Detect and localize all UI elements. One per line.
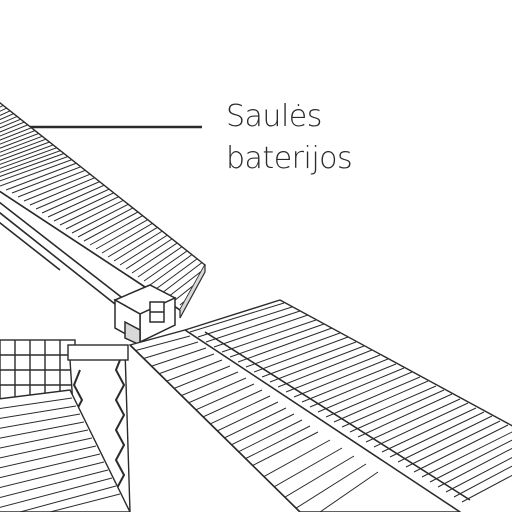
solar-panels-label: Saulės baterijos: [226, 96, 426, 180]
lower-solar-panel: [128, 329, 462, 512]
upper-panel-edge-shadow: [179, 265, 206, 319]
support-grid: [0, 340, 75, 400]
upper-panel-frame-rail: [0, 201, 126, 309]
lower-panel-edge: [129, 344, 301, 512]
panel-cell-lines: [189, 302, 512, 503]
label-line-2: baterijos: [226, 141, 353, 176]
left-lower-panel: [0, 389, 131, 512]
column-zigzag-right: [114, 354, 126, 506]
label-line-1: Saulės: [226, 99, 322, 134]
panel-cell-lines: [0, 397, 121, 512]
